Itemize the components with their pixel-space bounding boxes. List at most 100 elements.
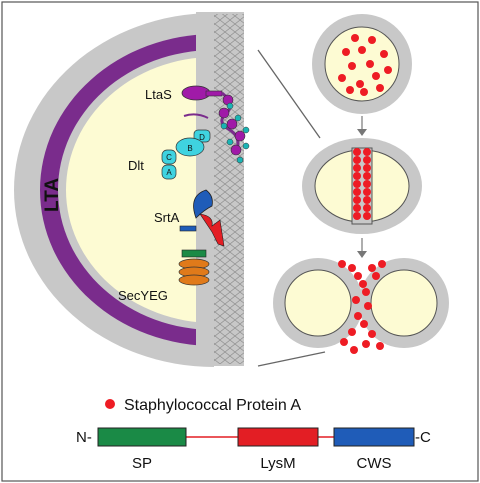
protein-a-dot [350,346,358,354]
dlt-a-protein [161,164,177,180]
cws-domain [333,427,415,447]
arrow-1-head [357,129,367,136]
sp-domain [97,427,187,447]
srta-label: SrtA [154,210,180,225]
n-terminus-label: N- [76,429,92,446]
protein-a-dot [346,86,354,94]
protein-a-dot [376,342,384,350]
protein-a-anchoring [199,213,225,247]
stage-1-protein-a-dots [338,34,392,96]
dlt-b-label: B [187,144,192,153]
lta-unit [226,118,238,130]
protein-a-dot [363,156,371,164]
protein-a-dot [372,72,380,80]
protein-a-dot [353,148,361,156]
protein-a-dot [360,88,368,96]
protein-a-dot [354,312,362,320]
protein-a-dot [376,84,384,92]
stage-3-cells [273,258,449,354]
protein-a-dot [368,330,376,338]
dlt-a-label: A [166,168,172,177]
d-alanine [226,102,234,110]
lta-unit [230,144,242,156]
protein-a-dot [363,164,371,172]
protein-a-legend-dot [105,399,115,409]
protein-a-dot [353,180,361,188]
stage-3-cytoplasm-left [284,269,352,337]
zoom-line-bottom [257,351,326,367]
lta-unit [218,107,230,119]
protein-a-dot [338,74,346,82]
stage-1-cytoplasm [324,26,400,102]
srta-enzyme [193,189,213,219]
d-alanine [242,126,250,134]
secyeg-complex: SecYEG [118,249,210,303]
protein-a-dot [360,320,368,328]
signal-peptide [181,249,207,258]
d-alanine [234,114,242,122]
protein-a-dot [358,46,366,54]
protein-a-dot [352,296,360,304]
protein-a-dot [342,48,350,56]
half-cell: LTA [14,12,244,367]
protein-a-dot [353,212,361,220]
protein-a-dot [354,272,362,280]
protein-a-dot [378,260,386,268]
protein-a-dot [356,80,364,88]
lysm-domain [237,427,319,447]
d-alanine [236,156,244,164]
protein-a-dot [363,212,371,220]
protein-a-dot [353,172,361,180]
protein-a-dot [353,164,361,172]
protein-a-dot [353,188,361,196]
c-terminus-label: -C [415,429,431,446]
protein-a-dot [348,62,356,70]
legend: Staphylococcal Protein A [105,397,301,414]
stage-2-cell [302,138,422,234]
cws-domain-label: CWS [357,455,392,472]
domain-architecture: N- -C SP LysM CWS [76,427,431,472]
srta-complex: SrtA [154,189,225,247]
ltas-label: LtaS [145,87,172,102]
protein-a-dot [353,156,361,164]
protein-a-dot [362,340,370,348]
protein-a-dot [363,204,371,212]
protein-a-dot [363,188,371,196]
arrow-2-head [357,251,367,258]
ltas-complex: LtaS [145,85,250,164]
d-alanine [226,138,234,146]
dlt-c-protein [161,149,177,165]
protein-a-dot [362,288,370,296]
protein-a-dot [368,36,376,44]
stage-2-protein-a-dots [353,148,371,220]
membrane-edge [196,12,214,366]
protein-a-dot [353,196,361,204]
protein-a-dot [359,280,367,288]
ltas-stalk [205,90,223,97]
protein-a-dot [353,204,361,212]
sp-domain-label: SP [132,455,152,472]
d-alanine [220,122,228,130]
protein-a-dot [384,66,392,74]
secyeg-label: SecYEG [118,288,168,303]
zoom-line-top [257,49,321,139]
cytoplasm [66,57,214,323]
dlt-b-protein [175,137,205,157]
protein-a-dot [338,260,346,268]
dlt-c-label: C [166,153,172,162]
protein-a-dot [348,328,356,336]
secyeg-subunit [178,274,210,286]
stage-1-cell [312,14,412,114]
lta-unit [234,130,246,142]
protein-a-dot [348,264,356,272]
protein-a-dot [380,50,388,58]
protein-a-dot [363,180,371,188]
protein-a-dot [372,272,380,280]
dlt-complex: Dlt D B C A [128,113,211,180]
lipid-tail [183,113,209,119]
lta-label: LTA [42,178,63,212]
protein-a-dot [340,338,348,346]
legend-protein-a-label: Staphylococcal Protein A [124,397,301,414]
